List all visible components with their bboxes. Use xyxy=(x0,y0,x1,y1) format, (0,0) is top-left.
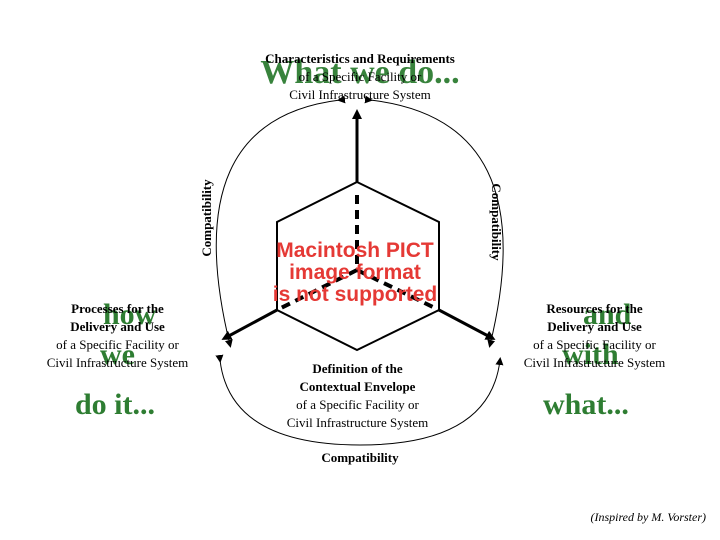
overlay-how: how xyxy=(103,298,157,331)
right-label-line-1: Resources for the xyxy=(546,301,643,316)
center-label-line-1: Definition of the xyxy=(312,361,403,376)
overlay-with: with xyxy=(562,338,619,371)
overlay-and: and xyxy=(583,298,632,331)
top-label-line-1: Characteristics and Requirements xyxy=(265,51,455,66)
left-label-line-1: Processes for the xyxy=(71,301,164,316)
right-label: Resources for the Delivery and Use of a … xyxy=(502,300,687,372)
compat-arc-right xyxy=(364,95,504,348)
center-label: Definition of the Contextual Envelope of… xyxy=(270,360,445,432)
right-label-line-3: of a Specific Facility or xyxy=(533,337,656,352)
overlay-we: we xyxy=(100,338,135,371)
left-label-line-2: Delivery and Use xyxy=(70,319,165,334)
compat-label-bottom: Compatibility xyxy=(321,450,399,465)
right-label-line-4: Civil Infrastructure System xyxy=(523,355,666,370)
cube xyxy=(276,180,440,352)
overlay-do-it: do it... xyxy=(75,388,156,421)
left-label: Processes for the Delivery and Use of a … xyxy=(30,300,205,372)
pict-placeholder: Macintosh PICT image format is not suppo… xyxy=(270,240,440,306)
center-label-line-4: Civil Infrastructure System xyxy=(286,415,429,430)
compat-label-right: Compatibility xyxy=(489,183,504,261)
compat-label-left: Compatibility xyxy=(199,179,214,257)
pict-line-3: is not supported xyxy=(272,283,438,306)
left-label-line-3: of a Specific Facility or xyxy=(56,337,179,352)
top-label-line-2: of a Specific Facility or xyxy=(298,69,422,84)
compat-arc-left xyxy=(215,95,346,348)
left-label-line-4: Civil Infrastructure System xyxy=(46,355,189,370)
pict-line-1: Macintosh PICT xyxy=(276,239,434,262)
center-label-line-2: Contextual Envelope xyxy=(299,379,416,394)
pict-line-2: image format xyxy=(289,261,421,284)
overlay-what: what... xyxy=(543,388,629,421)
top-label: Characteristics and Requirements of a Sp… xyxy=(210,50,510,104)
overlay-what-we-do: What we do... xyxy=(260,54,460,91)
axis-arrow-left xyxy=(221,308,278,340)
credit-text: (Inspired by M. Vorster) xyxy=(590,510,706,524)
compat-arc-bottom xyxy=(215,354,504,446)
top-label-line-3: Civil Infrastructure System xyxy=(289,87,431,102)
center-label-line-3: of a Specific Facility or xyxy=(296,397,419,412)
hidden-axis-right xyxy=(356,268,440,312)
axis-arrow-right xyxy=(438,308,496,340)
right-label-line-2: Delivery and Use xyxy=(547,319,642,334)
